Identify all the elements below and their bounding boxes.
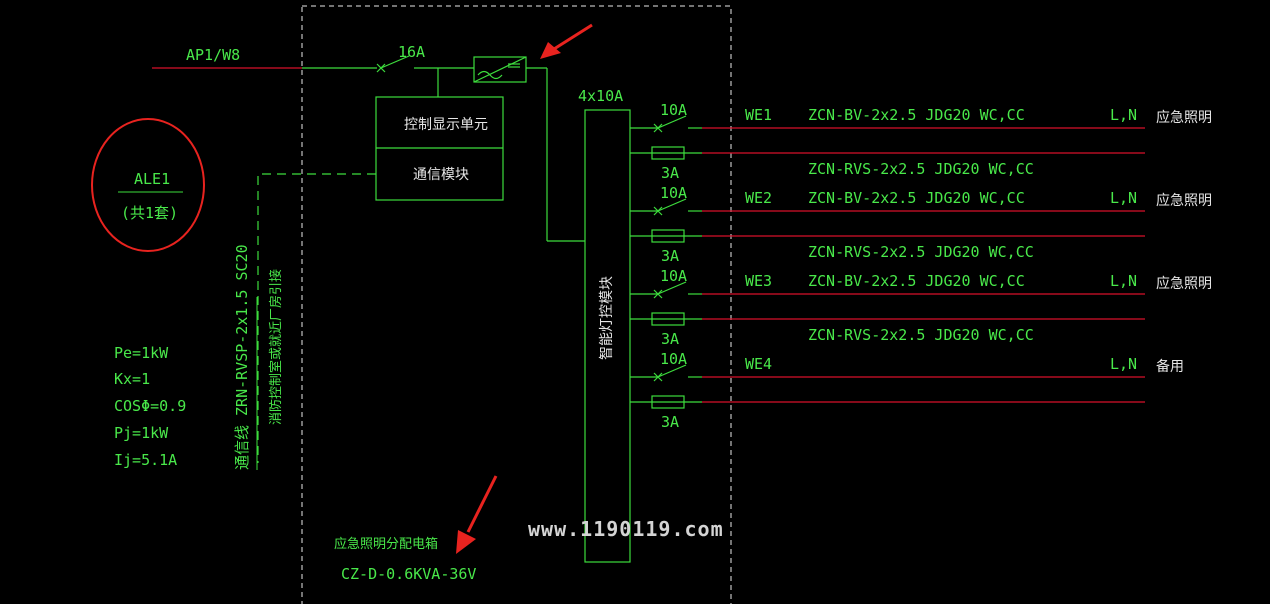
circuit-1-id: WE1 [745,106,772,124]
circuit-2-fuse-rating: 3A [661,247,679,265]
circuit-1-breaker-x2 [653,123,663,133]
circuit-3-id: WE3 [745,272,772,290]
bus-rating: 4x10A [578,87,623,105]
bus-module-label: 智能灯控模块 [599,276,615,360]
circuit-4-use: 备用 [1156,358,1184,375]
converter-icon [473,56,527,83]
circuit-1-use: 应急照明 [1156,109,1212,126]
circuit-1-breaker-rating: 10A [660,101,687,119]
circuit-4-breaker-rating: 10A [660,350,687,368]
circuit-2-phase: L,N [1110,189,1137,207]
main-breaker-symbol [376,55,474,73]
comm-module-label: 通信模块 [413,167,469,183]
circuit-id-name: ALE1 [134,170,170,188]
circuit-1-breaker-blade [657,115,687,129]
circuit-2-cable: ZCN-BV-2x2.5 JDG20 WC,CC [808,189,1025,207]
circuit-1-phase: L,N [1110,106,1137,124]
load-params: Pe=1kW Kx=1 COSΦ=0.9 Pj=1kW Ij=5.1A [114,344,186,469]
circuit-1-cable: ZCN-BV-2x2.5 JDG20 WC,CC [808,106,1025,124]
bus-module-box [584,109,631,563]
comm-cable-spec: 通信线 ZRN-RVSP-2x1.5 SC20 [233,244,251,470]
circuit-3-cable: ZCN-BV-2x2.5 JDG20 WC,CC [808,272,1025,290]
circuit-2-aux-cable: ZCN-RVS-2x2.5 JDG20 WC,CC [808,243,1034,261]
annotation-arrow-converter [540,23,593,59]
circuit-2-use: 应急照明 [1156,192,1212,209]
circuit-3-aux-cable: ZCN-RVS-2x2.5 JDG20 WC,CC [808,326,1034,344]
circuit-4-phase: L,N [1110,355,1137,373]
circuit-1-aux-cable: ZCN-RVS-2x2.5 JDG20 WC,CC [808,160,1034,178]
circuit-3-use: 应急照明 [1156,275,1212,292]
incoming-label: AP1/W8 [186,46,240,64]
param-pj: Pj=1kW [114,424,169,442]
watermark: www.1190119.com [528,517,724,541]
param-kx: Kx=1 [114,370,150,388]
panel-boundary [301,5,732,604]
circuit-id-sub: (共1套) [121,204,178,222]
param-ij: Ij=5.1A [114,451,177,469]
circuit-id-circle [91,118,205,252]
annotation-arrow-panel [456,475,498,554]
circuit-2-id: WE2 [745,189,772,207]
main-breaker-rating: 16A [398,43,425,61]
control-display-label: 控制显示单元 [404,117,488,133]
circuit-4-breaker-blade [657,364,687,378]
circuit-2-breaker-rating: 10A [660,184,687,202]
circuit-3-fuse-rating: 3A [661,330,679,348]
panel-model: CZ-D-0.6KVA-36V [341,565,476,583]
circuit-3-breaker-blade [657,281,687,295]
param-pe: Pe=1kW [114,344,169,362]
circuit-4-fuse-rating: 3A [661,413,679,431]
circuit-3-breaker-rating: 10A [660,267,687,285]
panel-name: 应急照明分配电箱 [334,536,438,552]
circuit-1-fuse-rating: 3A [661,164,679,182]
circuit-3-phase: L,N [1110,272,1137,290]
circuit-2-breaker-blade [657,198,687,212]
comm-cable-note: 消防控制室或就近厂房引接 [268,269,284,425]
param-cos: COSΦ=0.9 [114,397,186,415]
circuit-4-id: WE4 [745,355,772,373]
